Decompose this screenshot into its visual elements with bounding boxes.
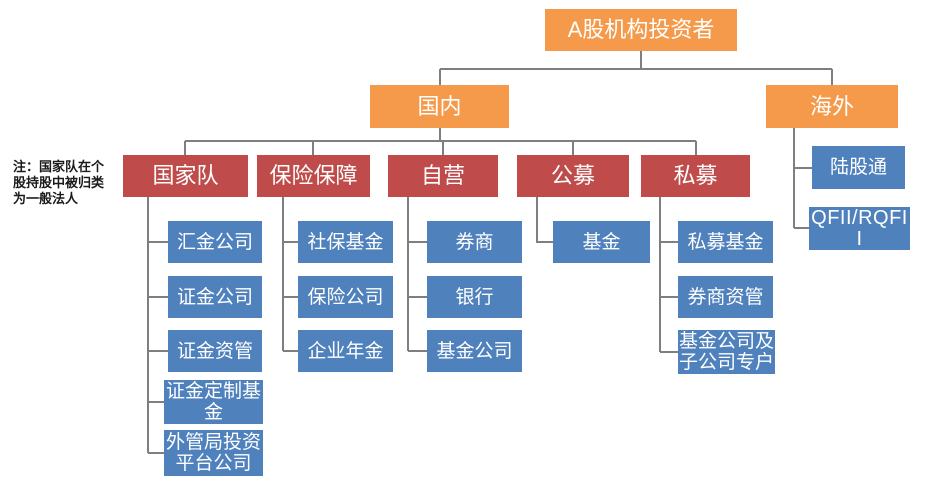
node-fund-company: 基金公司	[427, 330, 522, 372]
node-overseas: 海外	[766, 85, 898, 128]
node-domestic: 国内	[370, 85, 509, 128]
connector-private-offering-children	[659, 197, 678, 353]
node-zhengjin-asset-management: 证金资管	[168, 330, 262, 372]
node-enterprise-annuity: 企业年金	[298, 330, 393, 372]
node-social-security-fund: 社保基金	[298, 221, 393, 263]
node-private-equity-fund: 私募基金	[678, 221, 773, 263]
node-national-team: 国家队	[123, 155, 248, 197]
node-qfii-rqfii: QFII/RQFII	[809, 207, 910, 250]
node-fund-subsidiary-special-account: 基金公司及子公司专户	[678, 330, 775, 374]
node-insurance-company: 保险公司	[298, 276, 393, 318]
node-securities-broker: 券商	[427, 221, 522, 263]
node-fund: 基金	[553, 221, 650, 263]
connector-domestic-to-level3	[184, 128, 697, 155]
node-private-offering: 私募	[641, 155, 750, 197]
node-safe-investment-platform: 外管局投资平台公司	[164, 430, 263, 476]
node-public-offering: 公募	[517, 155, 629, 197]
node-bank: 银行	[427, 276, 522, 318]
connector-root-to-level2	[439, 51, 833, 85]
connector-proprietary-children	[407, 197, 427, 352]
node-insurance-protection: 保险保障	[257, 155, 370, 197]
node-a-share-institutional-investors: A股机构投资者	[545, 9, 737, 51]
connector-public-offering-children	[536, 197, 553, 243]
connector-national-team-children	[147, 197, 168, 454]
node-zhengjin-custom-fund: 证金定制基金	[164, 380, 263, 424]
node-proprietary: 自营	[388, 155, 498, 197]
node-broker-asset-management: 券商资管	[678, 276, 773, 318]
connector-overseas-children	[793, 128, 812, 229]
node-zhengjin-company: 证金公司	[168, 276, 262, 318]
node-stock-connect: 陆股通	[812, 146, 905, 189]
node-huijin-company: 汇金公司	[168, 221, 262, 263]
connector-insurance-children	[282, 197, 298, 352]
note-text: 注：国家队在个股持股中被归类为一般法人	[13, 160, 105, 207]
